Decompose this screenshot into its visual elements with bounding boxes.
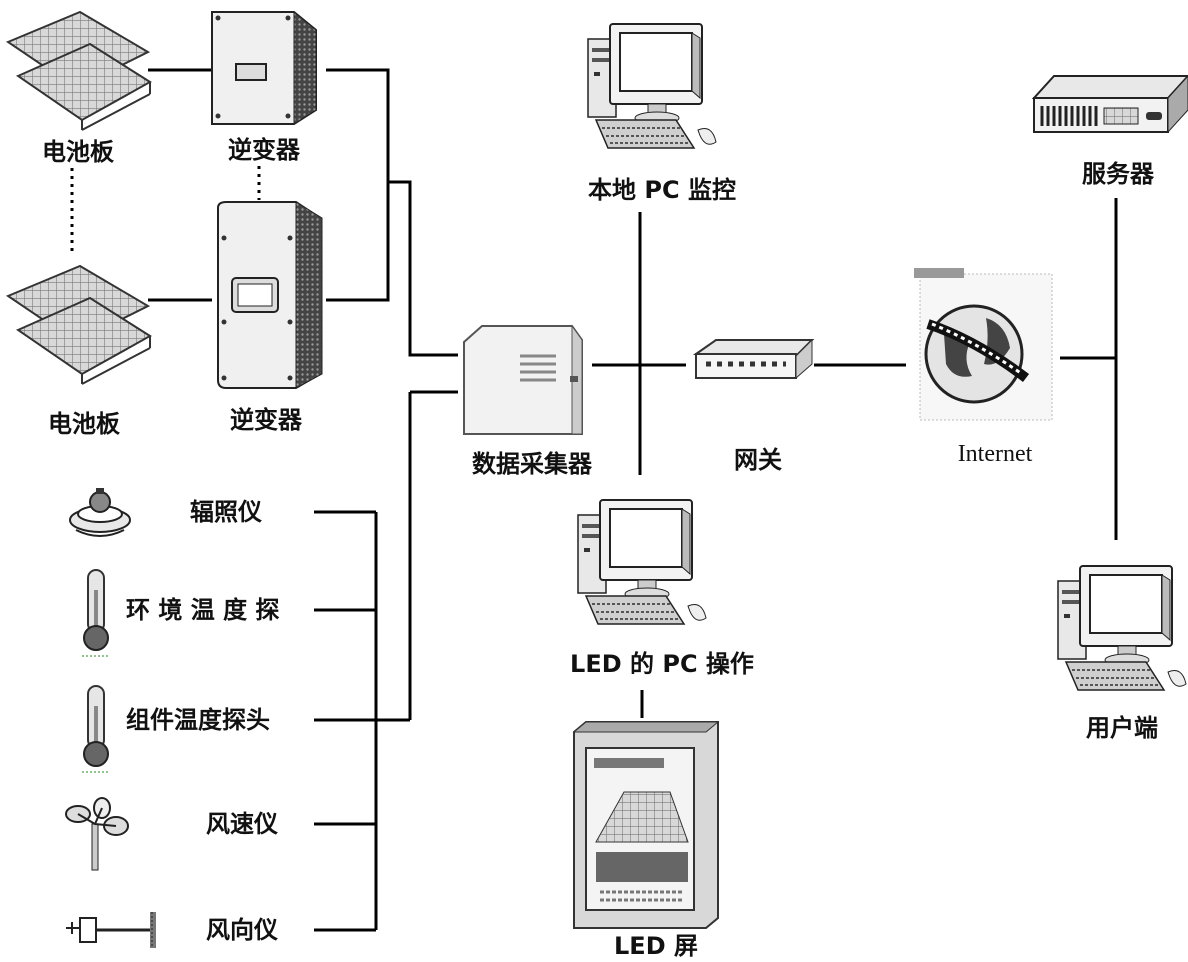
server-icon xyxy=(1031,75,1188,134)
solar-panel-bottom-icon xyxy=(7,265,151,385)
panel-bottom-label: 电池板 xyxy=(48,410,120,438)
inverter-bottom-label: 逆变器 xyxy=(230,406,302,434)
inverter-top-label: 逆变器 xyxy=(228,136,300,164)
panel-top-label: 电池板 xyxy=(42,138,114,166)
anemometer-label: 风速仪 xyxy=(206,810,278,838)
client-label: 用户端 xyxy=(1086,714,1158,742)
server-label: 服务器 xyxy=(1082,160,1154,188)
client-pc-icon xyxy=(1057,565,1187,691)
led-screen-icon xyxy=(572,721,720,929)
module-temp-probe-label: 组件温度探头 xyxy=(126,706,270,734)
inverter-top-icon xyxy=(211,10,317,125)
led-screen-label: LED 屏 xyxy=(614,932,698,960)
irradiance-meter-icon xyxy=(69,488,131,537)
wind-vane-label: 风向仪 xyxy=(206,916,278,944)
led-pc-label: LED 的 PC 操作 xyxy=(570,650,754,678)
led-pc-icon xyxy=(577,499,707,625)
gateway-label: 网关 xyxy=(734,446,782,474)
irradiance-meter-label: 辐照仪 xyxy=(190,498,262,526)
connection-lines xyxy=(148,68,1118,932)
local-pc-icon xyxy=(587,23,717,149)
inverter-bottom-icon xyxy=(217,201,323,389)
solar-panel-top-icon xyxy=(7,11,151,131)
anemometer-icon xyxy=(65,797,129,871)
wind-vane-icon xyxy=(66,912,156,948)
gateway-icon xyxy=(692,338,815,380)
ambient-thermometer-icon xyxy=(81,569,111,657)
internet-globe-icon xyxy=(914,268,1053,421)
local-pc-label: 本地 PC 监控 xyxy=(588,176,736,204)
module-thermometer-icon xyxy=(81,685,111,773)
data-collector-icon xyxy=(463,324,583,435)
internet-label: Internet xyxy=(957,441,1033,467)
ambient-temp-probe-label: 环 境 温 度 探 xyxy=(126,596,280,624)
data-collector-label: 数据采集器 xyxy=(472,450,592,478)
